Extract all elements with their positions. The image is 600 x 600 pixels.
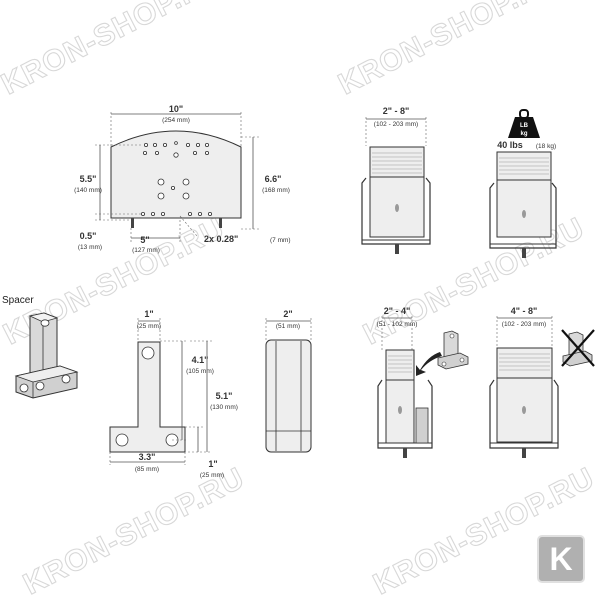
spacer-top-width-mm-label: (25 mm) [137,323,161,330]
plate-bottom-mm-label: (13 mm) [78,244,102,251]
plate-pin-left [131,218,134,228]
holder-top-knob [395,204,399,212]
holder-large-device [496,347,553,379]
holder-small-range-label: 2" - 4" [384,306,411,316]
kron-logo-letter: K [549,541,572,577]
insert-arrow-icon [416,352,442,376]
holder-top-drawing: 2" - 8" (102 - 203 mm) [361,106,431,254]
plate-pin-right [219,218,222,228]
watermark-1: KRON-SHOP.RU [0,0,228,101]
weight-icon [508,117,540,138]
holder-large-drawing: 4" - 8" (102 - 203 mm) [489,306,595,458]
spacer-3d-drawing: Spacer [2,295,79,399]
spacer-side-drawing: 2" (51 mm) [265,309,312,453]
plate-slot-mm-label: (7 mm) [270,237,291,244]
spacer-title: Spacer [2,295,34,306]
plate-hole-spacing-mm-label: (127 mm) [132,247,160,254]
kron-logo: K [537,535,585,583]
holder-small-device [385,349,415,381]
spacer-base-width-mm-label: (85 mm) [135,466,159,473]
watermark-5: KRON-SHOP.RU [18,461,250,600]
spacer-top-width-label: 1" [144,309,153,319]
holder-large-range-mm-label: (102 - 203 mm) [502,321,546,328]
weight-icon-kg: kg [520,131,527,137]
plate-holes [140,141,212,216]
holder-small-drawing: 2" - 4" (51 - 102 mm) [377,306,469,458]
spacer-total-height-mm-label: (130 mm) [210,404,238,411]
spacer-front-drawing: 1" (25 mm) 4.1" (105 mm) 5.1" (130 mm) 3… [109,309,238,479]
weight-value-kg-label: (18 kg) [536,143,556,150]
spacer-base-width-label: 3.3" [139,452,156,462]
spacer-side [265,339,312,453]
weight-value-label: 40 lbs [497,140,523,150]
holder-top-device [369,146,425,178]
mounting-plate-drawing: 10" (254 mm) 6.6" (168 mm) 5.5" (140 mm)… [74,104,291,254]
holder-top-pin [395,244,399,254]
spacer-base-height-mm-label: (25 mm) [200,472,224,479]
spacer-stem-height-label: 4.1" [192,355,209,365]
plate-height-label: 6.6" [265,174,282,184]
holder-top-range-mm-label: (102 - 203 mm) [374,121,418,128]
spacer-side-width-mm-label: (51 mm) [276,323,300,330]
spacer-base-height-label: 1" [208,459,217,469]
plate-width-mm-label: (254 mm) [162,117,190,124]
plate-hole-spacing-label: 5" [140,235,149,245]
spacer-side-width-label: 2" [283,309,292,319]
weight-drawing: LB kg 40 lbs (18 kg) [489,109,557,258]
spacer-total-height-label: 5.1" [216,391,233,401]
plate-slot-label: 2x 0.28" [204,234,238,244]
watermark-2: KRON-SHOP.RU [333,0,565,101]
plate-hole-span-mm-label: (140 mm) [74,187,102,194]
spacer-stem-height-mm-label: (105 mm) [186,368,214,375]
weight-icon-lb: LB [520,123,529,129]
plate-hole-span-label: 5.5" [80,174,97,184]
holder-large-range-label: 4" - 8" [511,306,538,316]
plate-height-mm-label: (168 mm) [262,187,290,194]
holder-top-range-label: 2" - 8" [383,106,410,116]
holder-small-range-mm-label: (51 - 102 mm) [377,321,418,328]
plate-bottom-label: 0.5" [80,231,97,241]
plate-width-label: 10" [169,104,183,114]
